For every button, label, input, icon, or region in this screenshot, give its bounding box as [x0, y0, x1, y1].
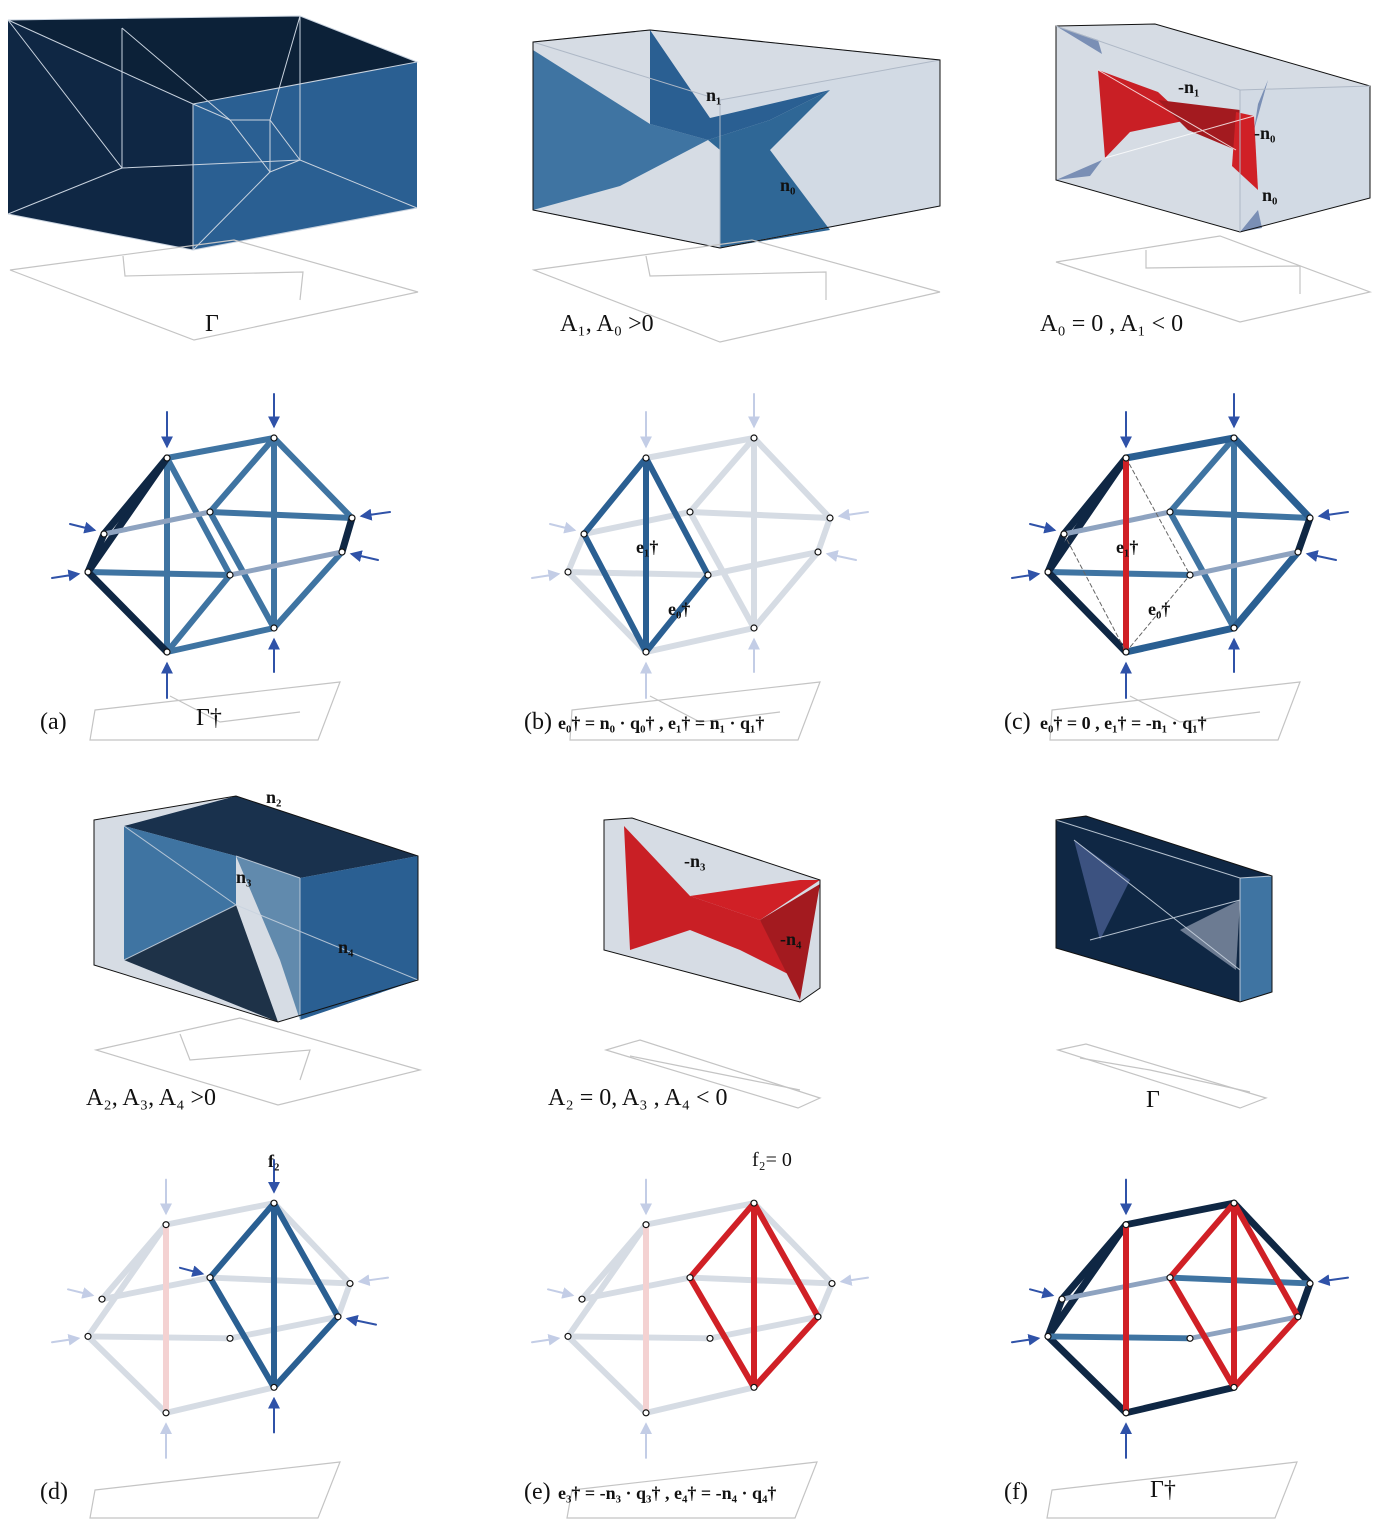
letter-d: (d) — [40, 1479, 68, 1505]
tag-n3: n₃ — [236, 867, 252, 887]
tag-neg-n4: -n₄ — [780, 929, 802, 949]
tag-neg-n3: -n₃ — [684, 851, 706, 871]
tag-n1: n₁ — [706, 85, 722, 105]
caption-f: Γ† — [1150, 1477, 1176, 1503]
diagram-e — [531, 1178, 869, 1459]
row1-label-3: A₀ = 0 , A₁ < 0 — [1040, 311, 1184, 337]
row3-panel3-ground — [1055, 1043, 1268, 1109]
tag-n2: n₂ — [266, 787, 282, 807]
tag-c-e1: e₁† — [1116, 537, 1139, 557]
diagram-a-ground — [89, 681, 341, 741]
row3-panel-box — [1055, 23, 1371, 233]
diagram-d — [51, 1159, 389, 1459]
tag-f2-zero: f₂= 0 — [752, 1149, 792, 1171]
caption-e: e₃† = -n₃ · q₃† , e₄† = -n₄ · q₄† — [558, 1483, 777, 1503]
letter-c: (c) — [1004, 709, 1031, 735]
caption-a: Γ† — [196, 705, 222, 731]
diagram-d-ground — [89, 1461, 341, 1519]
row3-panel3-box — [1055, 815, 1273, 1003]
letter-e: (e) — [524, 1479, 551, 1505]
row3-panel1-box — [93, 795, 419, 1023]
diagram-f-ground — [1046, 1461, 1298, 1519]
row3-panel2-ground — [603, 1039, 822, 1109]
row3-label-3: Γ — [1146, 1087, 1160, 1113]
tag-b-e1: e₁† — [636, 537, 659, 557]
diagram-a — [51, 393, 391, 699]
row2-panel-ground — [531, 239, 941, 343]
tag-c-e0: e₀† — [1148, 599, 1171, 619]
row3-panel1-ground — [93, 1017, 423, 1106]
row1-panel1-box — [7, 15, 419, 251]
letter-b: (b) — [524, 709, 552, 735]
letter-a: (a) — [40, 709, 67, 735]
row1-label-2: A₁, A₀ >0 — [560, 311, 654, 337]
diagram-b — [531, 393, 869, 699]
tag-n4: n₄ — [338, 937, 354, 957]
tag-b-e0: e₀† — [668, 599, 691, 619]
diagram-c-ground — [1049, 681, 1301, 741]
row2-panel-box — [532, 29, 941, 249]
tag-n0: n₀ — [780, 175, 796, 195]
diagram-c — [1011, 393, 1349, 699]
row1-panel1-ground — [9, 239, 419, 341]
row3-label-2: A₂ = 0, A₃ , A₄ < 0 — [548, 1085, 728, 1111]
diagram-e-ground — [566, 1461, 818, 1519]
tag-f2: f₂ — [268, 1151, 280, 1171]
row3-panel2-box — [603, 817, 821, 1003]
diagram-f — [1011, 1178, 1349, 1459]
caption-b: e₀† = n₀ · q₀† , e₁† = n₁ · q₁† — [558, 713, 765, 733]
letter-f: (f) — [1004, 1479, 1028, 1505]
row1-label-1: Γ — [205, 311, 219, 337]
row3-label-1: A₂, A₃, A₄ >0 — [86, 1085, 216, 1111]
tag-neg-n1: -n₁ — [1178, 77, 1200, 97]
tag-n0-b: n₀ — [1262, 185, 1278, 205]
tag-neg-n0: -n₀ — [1254, 123, 1276, 143]
diagram-b-ground — [569, 681, 821, 741]
row3-panel-ground — [1055, 235, 1373, 323]
caption-c: e₀† = 0 , e₁† = -n₁ · q₁† — [1040, 713, 1207, 733]
